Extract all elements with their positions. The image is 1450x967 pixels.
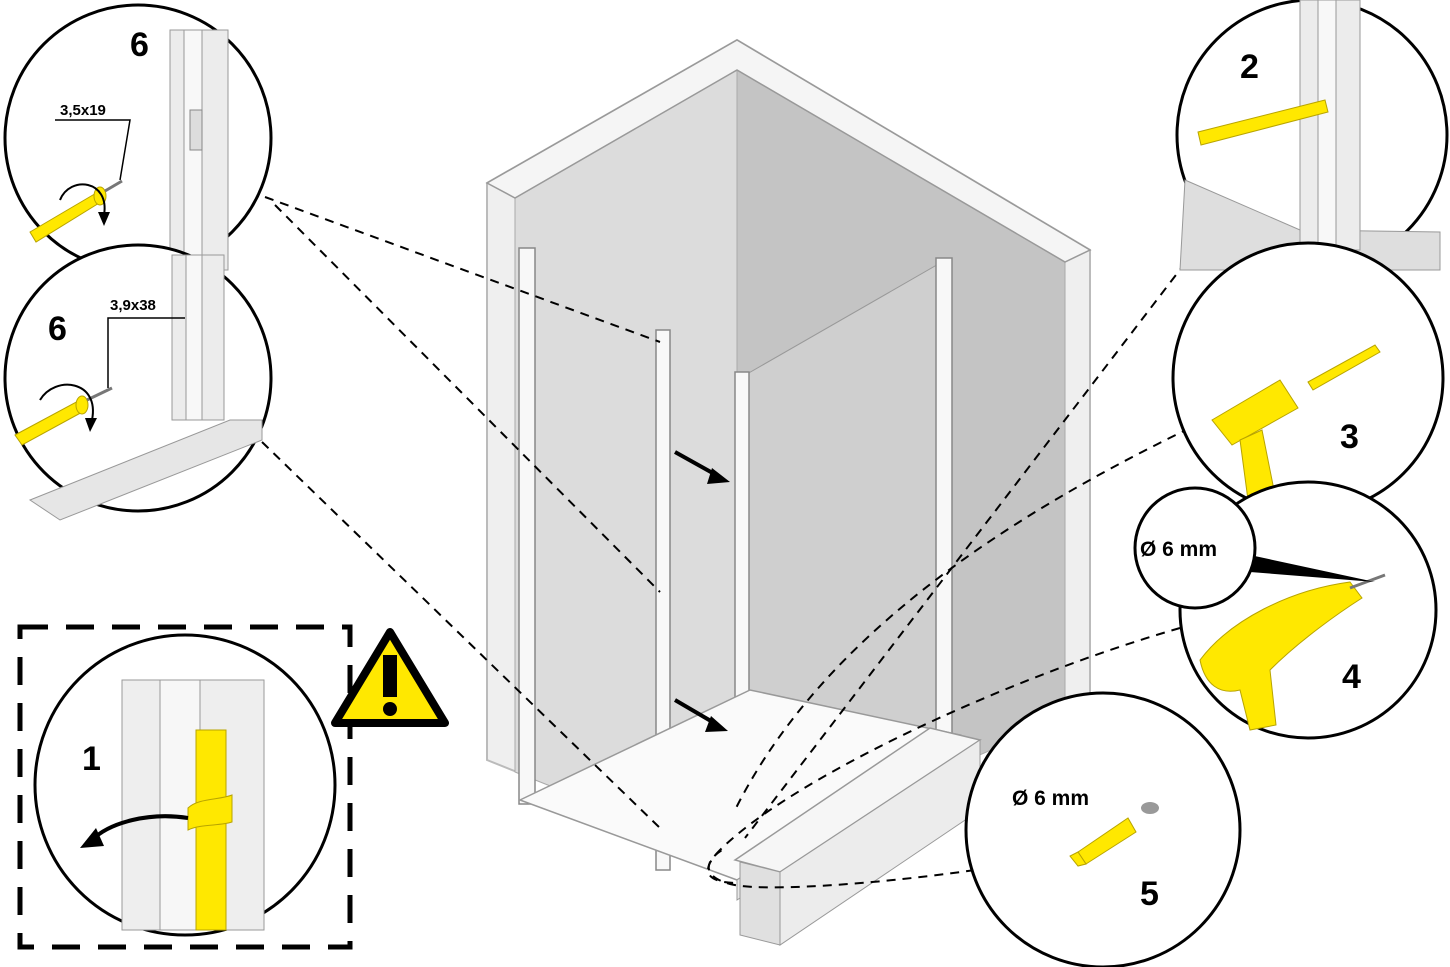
drill-icon [1199, 573, 1386, 731]
arrow-icon [673, 698, 728, 732]
dashed-warning-frame [17, 624, 353, 950]
callout-step6-top: 3,5x19 6 [3, 3, 273, 273]
screw-leader [107, 317, 185, 388]
size-bubble [1133, 486, 1257, 610]
callout-step4: Ø 6 mm 4 [1133, 480, 1438, 740]
warning-icon [331, 628, 449, 727]
step-number: 2 [1240, 48, 1259, 86]
plug-diameter-label: Ø 6 mm [1012, 787, 1089, 810]
yellow-strip [195, 729, 227, 931]
leader-lines [261, 196, 1206, 889]
drill-bit-icon [1197, 99, 1329, 146]
drill-bit-icon [1307, 344, 1381, 391]
screw-size-label: 3,5x19 [60, 102, 106, 119]
rotate-arrow-icon [39, 383, 94, 421]
step-number: 5 [1140, 875, 1159, 913]
step-number: 3 [1340, 418, 1359, 456]
wall-plug-icon [1069, 817, 1137, 867]
tray-edge [28, 419, 263, 521]
screw-size-label: 3,9x38 [110, 297, 156, 314]
screw-leader [55, 119, 131, 181]
arrow-icon [674, 450, 730, 484]
step-number: 4 [1342, 658, 1361, 696]
shower-enclosure [485, 38, 1092, 946]
size-pointer [1250, 555, 1375, 582]
drill-diameter-label: Ø 6 mm [1140, 538, 1217, 561]
tray-edge [1179, 179, 1441, 271]
drill-hole [1141, 802, 1159, 814]
wall-profile-left [518, 247, 536, 805]
wall-profile-right [935, 257, 953, 737]
callout-step5: Ø 6 mm 5 [964, 691, 1242, 967]
callout-step6-bottom: 3,9x38 6 [3, 243, 273, 521]
step-number: 6 [48, 310, 67, 348]
step-number: 6 [130, 26, 149, 64]
callout-step2: 2 [1175, 0, 1449, 272]
wall-rim [485, 39, 1092, 263]
step-number: 1 [82, 740, 101, 778]
tape-icon [187, 794, 233, 831]
plinth-front [739, 861, 781, 946]
callout-step3: 3 [1171, 241, 1445, 516]
callout-step1: 1 [17, 624, 353, 950]
rotate-arrow-icon [59, 183, 106, 216]
